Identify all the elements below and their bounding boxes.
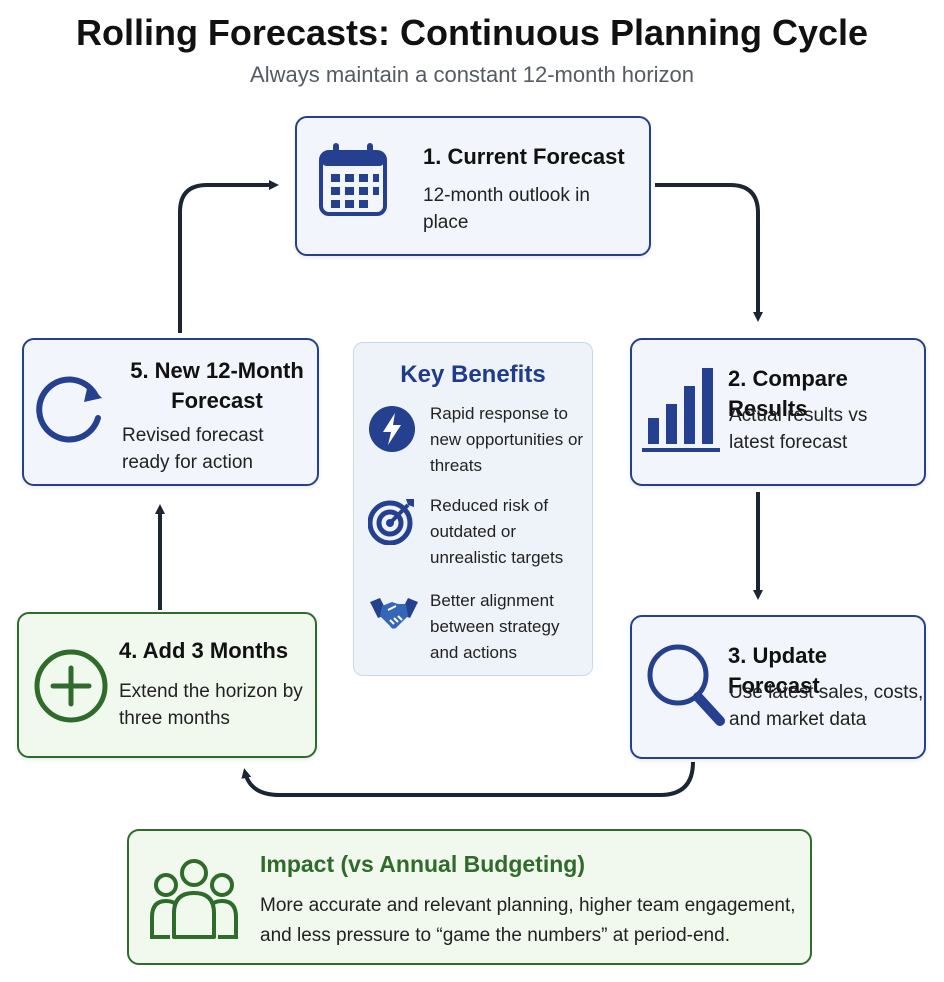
step-description: Revised forecast ready for action [122, 425, 264, 473]
diagram-subtitle: Always maintain a constant 12-month hori… [250, 62, 694, 87]
step-title: 5. New 12-Month Forecast [130, 358, 304, 413]
diagram-title: Rolling Forecasts: Continuous Planning C… [75, 12, 869, 53]
target-icon [368, 499, 414, 545]
bar-chart-icon [642, 368, 720, 452]
plus-circle-icon [34, 649, 108, 723]
magnifier-icon [647, 644, 725, 726]
impact-title: Impact (vs Annual Budgeting) [260, 851, 585, 877]
impact-text: More accurate and relevant planning, hig… [260, 895, 796, 946]
benefits-title: Key Benefits [400, 361, 546, 388]
step-description: 12-month outlook in place [423, 185, 590, 233]
step-card-current-forecast: 1. Current Forecast 12-month outlook in … [295, 116, 651, 256]
arrow-step1-to-step2 [655, 183, 763, 322]
impact-panel: Impact (vs Annual Budgeting) More accura… [127, 829, 812, 965]
benefit-text: Reduced risk of outdated or unrealistic … [430, 496, 564, 567]
arrow-step5-to-step1 [178, 180, 279, 333]
step-title: 1. Current Forecast [423, 144, 625, 169]
step-description: Use latest sales, costs, and market data [729, 682, 924, 730]
step-title: 4. Add 3 Months [119, 638, 289, 663]
handshake-icon [370, 598, 418, 629]
team-icon [150, 859, 238, 939]
step-description: Extend the horizon by three months [119, 681, 303, 729]
step-card-new-forecast: 5. New 12-Month Forecast Revised forecas… [22, 338, 319, 486]
calendar-icon [319, 143, 387, 216]
step-card-add-3-months: 4. Add 3 Months Extend the horizon by th… [17, 612, 317, 758]
key-benefits-panel: Key Benefits Rapid response to new oppor… [353, 342, 593, 676]
step-title: 2. Compare Results [728, 366, 848, 421]
refresh-icon [36, 376, 102, 443]
step-title: 3. Update Forecast [728, 643, 828, 698]
step-description: Actual results vs latest forecast [729, 405, 868, 453]
arrow-step3-to-step4 [241, 761, 695, 797]
benefit-text: Better alignment between strategy and ac… [430, 591, 560, 662]
step-card-update-forecast: 3. Update Forecast Use latest sales, cos… [630, 615, 926, 759]
benefit-text: Rapid response to new opportunities or t… [430, 404, 584, 475]
step-card-compare-results: 2. Compare Results Actual results vs lat… [630, 338, 926, 486]
lightning-icon [369, 406, 415, 452]
